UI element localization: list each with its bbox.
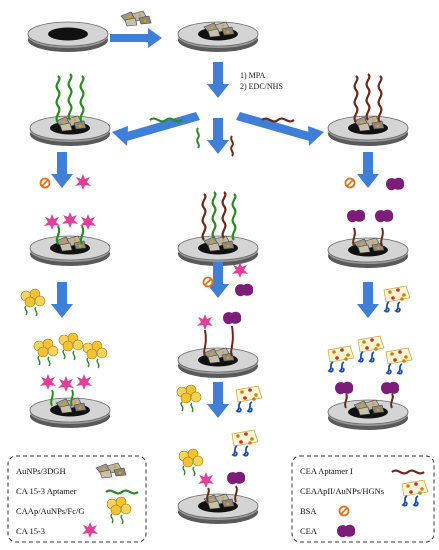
legend-right: CEA Aptamer I CEAApII/AuNPs/HGNs BSA CEA — [291, 455, 435, 543]
legend-label-ca153: CA 15-3 — [16, 526, 45, 536]
modified-electrode — [177, 21, 259, 53]
legend-label-cea-aptamer: CEA Aptamer I — [300, 466, 353, 476]
legend-label-ca-aptamer: CA 15-3 Aptamer — [16, 486, 77, 496]
legend-icon-cea-aptamer — [390, 469, 426, 475]
ca-sandwich-electrode — [29, 332, 111, 429]
arrow-to-ca-branch — [112, 112, 200, 146]
arrow-to-cea-branch — [236, 112, 324, 146]
cea-aptamer-electrode — [327, 72, 409, 147]
dual-captured-electrode — [177, 311, 259, 379]
cea-sandwich-electrode — [327, 335, 413, 431]
arrow-ca-incubation — [51, 152, 73, 188]
arrow-to-dual-branch — [207, 118, 229, 154]
arrow-ca-probe — [51, 282, 73, 318]
legend-icon-bsa — [338, 505, 350, 517]
legend-icon-cea — [337, 524, 356, 538]
legend-label-cea-probe: CEAApII/AuNPs/HGNs — [300, 486, 384, 496]
cea-captured-electrode — [327, 209, 409, 269]
arrow-step-modify — [110, 28, 162, 48]
legend-label-aunps-3dgh: AuNPs/3DGH — [16, 466, 66, 476]
bsa-icon-right — [344, 177, 356, 189]
arrow-step-activation — [207, 62, 229, 98]
step-label-mpa: 1) MPA — [240, 71, 265, 80]
cea-probe-icon — [383, 285, 411, 313]
dual-sandwich-electrode — [177, 429, 259, 525]
dual-aptamer-electrode — [177, 190, 259, 267]
ca153-icon — [75, 174, 91, 190]
legend-left: AuNPs/3DGH CA 15-3 Aptamer CAAp/AuNPs/Fc… — [7, 455, 147, 543]
bare-electrode — [27, 21, 109, 53]
legend-icon-ca-probe — [106, 496, 132, 525]
cea-probe-icon-mid — [235, 385, 263, 413]
cea-icon-mid — [235, 283, 254, 297]
arrow-cea-incubation — [357, 152, 379, 188]
legend-icon-ca-aptamer — [104, 489, 140, 495]
legend-icon-aunps-3dgh — [95, 462, 127, 479]
arrow-cea-probe — [357, 282, 379, 318]
step-label-edc-nhs: 2) EDC/NHS — [240, 82, 283, 91]
mixed-aptamer-strands — [196, 127, 234, 157]
ca-aptamer-electrode — [29, 72, 111, 147]
ca-probe-icon-mid — [176, 384, 202, 413]
nanosheet-material — [120, 10, 152, 27]
ca-captured-electrode — [29, 212, 111, 267]
legend-icon-ca153 — [82, 522, 98, 538]
legend-icon-cea-probe — [401, 479, 429, 507]
legend-label-bsa: BSA — [300, 506, 317, 516]
arrow-dual-probe — [207, 382, 229, 418]
bsa-icon-mid — [202, 276, 214, 288]
ca-probe-icon — [20, 288, 46, 317]
cea-icon-right — [386, 177, 405, 191]
legend-label-cea: CEA — [300, 526, 318, 536]
bsa-icon — [39, 177, 51, 189]
legend-label-ca-probe: CAAp/AuNPs/Fc/G — [16, 506, 84, 516]
